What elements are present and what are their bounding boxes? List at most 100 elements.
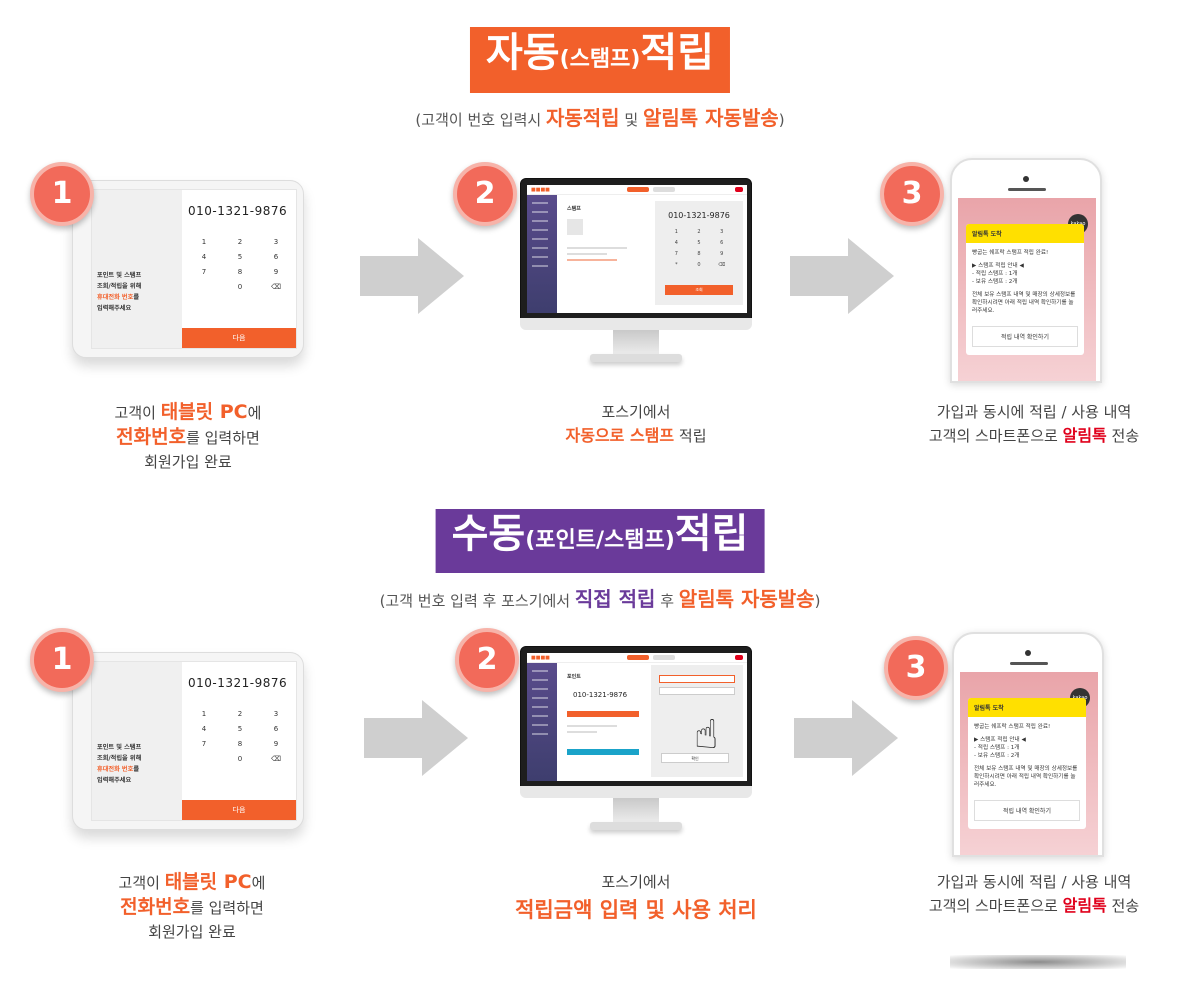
backspace-icon[interactable]: ⌫ <box>718 262 726 268</box>
key-button[interactable]: 9 <box>273 268 279 276</box>
pos-tab[interactable] <box>653 187 675 192</box>
pos-sidebar <box>527 195 557 313</box>
tablet-keypad-panel: 010-1321-9876 1 2 3 4 5 6 7 8 9 0 ⌫ 다음 <box>182 190 296 348</box>
camera-icon <box>1023 176 1029 182</box>
pos-keypad-area: 확인 <box>651 665 743 777</box>
key-button[interactable]: 0 <box>237 755 243 763</box>
pos-close-icon[interactable] <box>735 655 743 660</box>
smartphone: kakao 알림톡 도착 빵굽는 쉐프락 스탬프 적립 완료! ▶ 스탬프 적립… <box>952 632 1104 857</box>
key-button[interactable]: 3 <box>720 229 724 235</box>
message-header: 알림톡 도착 <box>966 224 1084 243</box>
guide-highlight: 휴대전화 번호 <box>97 294 134 301</box>
key-button[interactable]: 9 <box>720 251 724 257</box>
backspace-icon[interactable]: ⌫ <box>271 283 281 291</box>
key-button[interactable]: 3 <box>273 710 279 718</box>
key-button[interactable]: 0 <box>697 262 701 268</box>
pos-point-tab[interactable] <box>567 711 639 717</box>
pos-monitor: ■■■■ 스탬프 010-1321-9876 1 2 3 4 5 6 7 <box>520 178 752 368</box>
message-line: - 적립 스탬프 : 1개 <box>974 745 1020 751</box>
caption-text: 회원가입 완료 <box>144 453 232 471</box>
message-line: - 적립 스탬프 : 1개 <box>972 271 1018 277</box>
key-button[interactable]: * <box>675 262 678 268</box>
next-button[interactable]: 다음 <box>182 328 296 348</box>
pos-screen: ■■■■ 포인트 010-1321-9876 확인 <box>527 653 747 781</box>
check-history-button[interactable]: 적립 내역 확인하기 <box>972 326 1078 347</box>
tablet-keypad-panel: 010-1321-9876 1 2 3 4 5 6 7 8 9 0 ⌫ 다음 <box>182 662 296 820</box>
key-button[interactable]: 6 <box>273 253 279 261</box>
caption-highlight: 자동으로 스탬프 <box>565 426 675 445</box>
tablet-device: 포인트 및 스탬프 조회/적립을 위해 휴대전화 번호를 입력해주세요 010-… <box>72 180 304 358</box>
key-button[interactable]: 1 <box>201 710 207 718</box>
key-button[interactable]: 0 <box>237 283 243 291</box>
key-button[interactable]: 6 <box>273 725 279 733</box>
key-button[interactable] <box>186 755 222 763</box>
pos-close-icon[interactable] <box>735 187 743 192</box>
key-button[interactable]: 3 <box>273 238 279 246</box>
key-button[interactable]: 5 <box>237 253 243 261</box>
key-button[interactable] <box>186 283 222 291</box>
key-button[interactable]: 2 <box>237 710 243 718</box>
pos-tab[interactable] <box>627 187 649 192</box>
key-button[interactable]: 4 <box>674 240 678 246</box>
check-history-button[interactable]: 적립 내역 확인하기 <box>974 800 1080 821</box>
monitor-bezel: ■■■■ 스탬프 010-1321-9876 1 2 3 4 5 6 7 <box>520 178 752 328</box>
tablet-guide-text: 포인트 및 스탬프 조회/적립을 위해 휴대전화 번호를 입력해주세요 <box>97 742 141 786</box>
message-line: - 보유 스탬프 : 2개 <box>972 279 1018 285</box>
key-button[interactable]: 8 <box>697 251 701 257</box>
key-button[interactable]: 2 <box>697 229 701 235</box>
step-badge-3: 3 <box>884 636 948 700</box>
guide-line: 입력해주세요 <box>97 305 132 312</box>
key-button[interactable]: 4 <box>201 253 207 261</box>
monitor-stand <box>613 798 659 824</box>
subtitle-text: 후 <box>655 592 679 610</box>
pos-sidebar <box>527 663 557 781</box>
use-amount-input[interactable] <box>659 687 735 695</box>
manual-caption-1: 고객이 태블릿 PC에 전화번호를 입력하면 회원가입 완료 <box>92 870 292 944</box>
caption-text: 포스기에서 <box>601 873 671 891</box>
step-badge-1: 1 <box>30 628 94 692</box>
pos-tab[interactable] <box>627 655 649 660</box>
key-button[interactable]: 9 <box>273 740 279 748</box>
caption-text: 에 <box>251 874 266 892</box>
caption-highlight: 태블릿 PC <box>160 401 248 423</box>
key-button[interactable]: 2 <box>237 238 243 246</box>
key-button[interactable]: 7 <box>201 740 207 748</box>
key-button[interactable]: 5 <box>237 725 243 733</box>
pos-tab[interactable] <box>653 655 675 660</box>
key-button[interactable]: 1 <box>201 238 207 246</box>
auto-title-paren: (스탬프) <box>559 47 641 72</box>
key-button[interactable]: 4 <box>201 725 207 733</box>
caption-text: 전송 <box>1106 427 1140 445</box>
auto-subtitle: (고객이 번호 입력시 자동적립 및 알림톡 자동발송) <box>0 102 1200 131</box>
manual-title-main: 수동 <box>451 511 526 557</box>
backspace-icon[interactable]: ⌫ <box>271 755 281 763</box>
key-button[interactable]: 1 <box>674 229 678 235</box>
message-body: 빵굽는 쉐프락 스탬프 적립 완료! ▶ 스탬프 적립 안내 ◀ - 적립 스탬… <box>968 717 1086 800</box>
phone-shadow <box>950 955 1126 969</box>
caption-text: 고객의 스마트폰으로 <box>928 897 1063 915</box>
manual-caption-3: 가입과 동시에 적립 / 사용 내역 고객의 스마트폰으로 알림톡 전송 <box>884 870 1184 918</box>
pos-confirm-button[interactable]: 조회 <box>665 285 733 295</box>
manual-subtitle: (고객 번호 입력 후 포스기에서 직접 적립 후 알림톡 자동발송) <box>0 583 1200 612</box>
key-button[interactable]: 8 <box>237 268 243 276</box>
pos-confirm-button[interactable]: 확인 <box>661 753 729 763</box>
key-button[interactable]: 6 <box>720 240 724 246</box>
alimtalk-message: 알림톡 도착 빵굽는 쉐프락 스탬프 적립 완료! ▶ 스탬프 적립 안내 ◀ … <box>968 698 1086 829</box>
guide-line: 입력해주세요 <box>97 777 132 784</box>
next-button[interactable]: 다음 <box>182 800 296 820</box>
tablet-phone-number: 010-1321-9876 <box>188 676 288 690</box>
key-button[interactable]: 7 <box>674 251 678 257</box>
message-line: 전체 보유 스탬프 내역 및 매장의 상세정보를 확인하시려면 아래 적립 내역… <box>974 766 1078 788</box>
auto-caption-2: 포스기에서 자동으로 스탬프 적립 <box>536 400 736 448</box>
amount-input[interactable] <box>659 675 735 683</box>
key-button[interactable]: 7 <box>201 268 207 276</box>
caption-highlight: 태블릿 PC <box>164 871 252 893</box>
subtitle-text: (고객 번호 입력 후 포스기에서 <box>379 592 575 610</box>
key-button[interactable]: 5 <box>697 240 701 246</box>
pos-apply-button[interactable] <box>567 749 639 755</box>
key-button[interactable]: 8 <box>237 740 243 748</box>
pos-logo: ■■■■ <box>531 187 550 193</box>
tablet-screen: 포인트 및 스탬프 조회/적립을 위해 휴대전화 번호를 입력해주세요 010-… <box>91 661 297 821</box>
tablet-phone-number: 010-1321-9876 <box>188 204 288 218</box>
message-body: 빵굽는 쉐프락 스탬프 적립 완료! ▶ 스탬프 적립 안내 ◀ - 적립 스탬… <box>966 243 1084 326</box>
